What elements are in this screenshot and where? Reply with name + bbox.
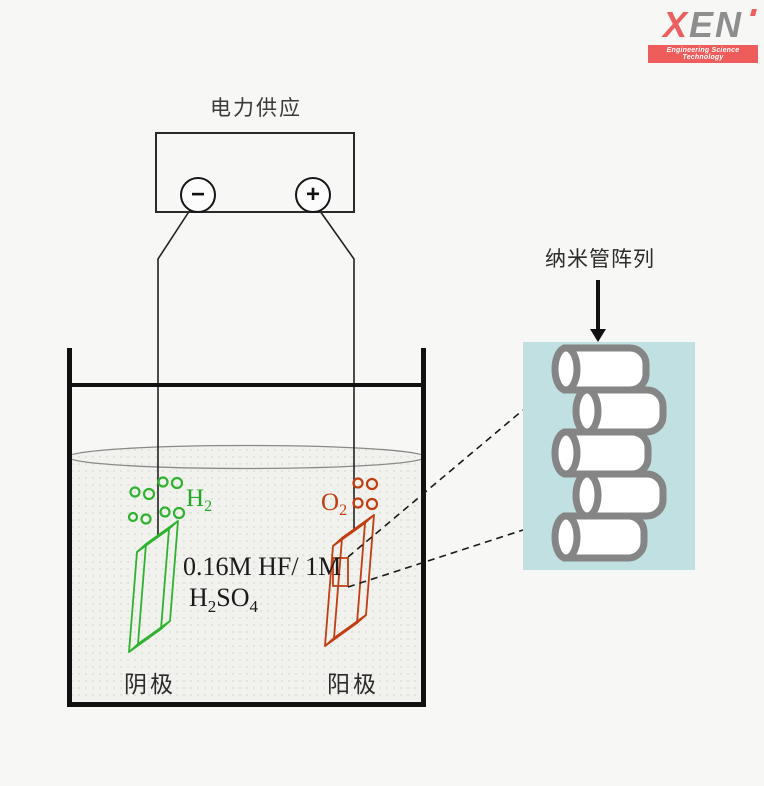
logo-accent-mark — [750, 9, 757, 16]
electrolyte-so: SO — [216, 583, 250, 612]
power-supply-box — [155, 132, 355, 213]
electrolyte-so-subscript: 4 — [249, 597, 259, 616]
positive-terminal: + — [295, 177, 331, 213]
hydrogen-bubbles — [127, 476, 186, 525]
electrolyte-formula: 0.16M HF/ 1M H2SO4 — [183, 551, 341, 622]
electrolyte-h-subscript: 2 — [207, 597, 217, 616]
electrolyte-line2: H2SO4 — [189, 582, 341, 622]
hydrogen-symbol: H — [186, 485, 205, 512]
oxygen-subscript: 2 — [339, 502, 348, 519]
cathode-label: 阴极 — [124, 671, 176, 697]
sample-window — [332, 557, 349, 587]
logo-wordmark: XEN — [648, 6, 758, 44]
anode-electrode — [324, 514, 375, 647]
hydrogen-label: H2 — [186, 485, 212, 516]
xen-logo: XEN Engineering Science Technology — [648, 6, 758, 63]
electrolyte-line1: 0.16M HF/ 1M — [183, 552, 342, 581]
wires — [157, 209, 355, 536]
logo-letters-en: EN — [689, 4, 744, 45]
oxygen-label: O2 — [321, 489, 347, 520]
minus-icon: − — [190, 181, 205, 208]
nanotube-panel — [523, 342, 695, 570]
liquid-surface-ellipse — [67, 444, 426, 470]
anode-label: 阳极 — [327, 671, 379, 697]
nanotube-array-illustration — [551, 344, 667, 562]
logo-tagline: Engineering Science Technology — [648, 45, 758, 63]
logo-letter-x: X — [662, 4, 689, 45]
hydrogen-subscript: 2 — [204, 498, 213, 515]
electrolyte-h: H — [189, 583, 208, 612]
anode-wire — [319, 210, 355, 529]
negative-terminal: − — [180, 177, 216, 213]
cathode-wire — [157, 209, 191, 536]
power-supply-label: 电力供应 — [210, 97, 302, 120]
plus-icon: + — [305, 181, 320, 208]
nanotube-array-label: 纳米管阵列 — [545, 248, 655, 271]
cathode-electrode — [128, 520, 179, 653]
down-arrow-icon — [590, 280, 606, 342]
zoom-callout-lines — [347, 409, 524, 588]
oxygen-symbol: O — [321, 489, 340, 516]
beaker — [67, 348, 426, 707]
oxygen-bubbles — [352, 477, 379, 511]
